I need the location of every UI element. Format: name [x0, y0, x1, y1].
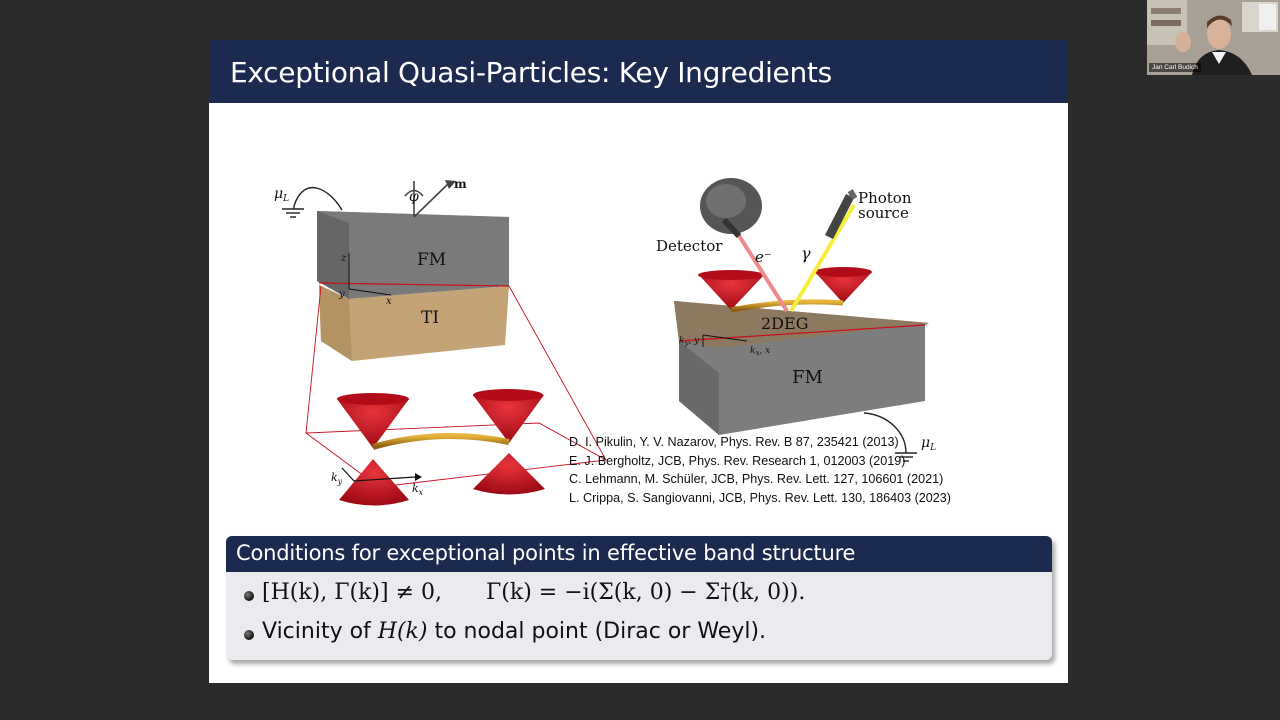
slide-header: Exceptional Quasi-Particles: Key Ingredi… [209, 40, 1068, 103]
gamma-label: γ [801, 244, 811, 263]
z-label: z [340, 253, 347, 264]
person-body [1192, 50, 1252, 75]
person-hand [1175, 32, 1191, 52]
right-cone-right [814, 267, 872, 303]
participant-name: Jan Carl Budich [1149, 63, 1201, 72]
reference-item: C. Lehmann, M. Schüler, JCB, Phys. Rev. … [569, 472, 944, 486]
right-interface-line [678, 324, 926, 342]
photon-source-label-1: Photon [858, 189, 912, 207]
right-kx-label: kx, x [750, 346, 770, 357]
right-ky-label: ky, y [679, 336, 700, 347]
photon-beam [789, 203, 856, 313]
right-fm-front [679, 325, 925, 435]
right-ground-icon [863, 412, 917, 462]
bullet-vicinity-prefix: Vicinity of [262, 619, 378, 644]
gamma-definition-formula: Γ(k) = −i(Σ(k, 0) − Σ†(k, 0)). [486, 580, 806, 605]
bullet-icon [244, 630, 254, 640]
twodeg-label: 2DEG [761, 314, 808, 333]
kx-label: kx [412, 482, 424, 497]
ground-icon [282, 186, 343, 218]
left-figure: μL FM TI z y x [274, 177, 608, 506]
photon-source-icon [824, 189, 858, 240]
right-cone-left [698, 270, 764, 310]
x-label: x [386, 296, 392, 307]
fm-layer-side [317, 211, 349, 299]
person-face [1207, 19, 1231, 49]
bullet-vicinity: Vicinity of H(k) to nodal point (Dirac o… [244, 619, 767, 653]
reference-item: E. J. Bergholtz, JCB, Phys. Rev. Researc… [569, 453, 906, 468]
photon-source-label-2: source [858, 204, 909, 222]
kx-arrowhead [415, 473, 422, 481]
right-figure: FM 2DEG Detector e⁻ γ [656, 178, 936, 462]
m-arrowhead [445, 180, 456, 189]
reference-item: L. Crippa, S. Sangiovanni, JCB, Phys. Re… [569, 490, 951, 505]
block-axes [348, 253, 392, 296]
commutator-formula: [H(k), Γ(k)] ≠ 0, [262, 580, 443, 605]
m-label: m [454, 177, 467, 191]
k-axes [341, 467, 416, 482]
y-label: y [338, 289, 345, 300]
dirac-cone-right [473, 389, 545, 495]
reference-item: D. I. Pikulin, Y. V. Nazarov, Phys. Rev.… [569, 435, 899, 449]
right-fm-side [679, 341, 719, 435]
webcam-video [1147, 0, 1280, 75]
mu-label: μL [274, 186, 289, 204]
fermi-arc [372, 433, 510, 450]
bullet-commutator: [H(k), Γ(k)] ≠ 0, Γ(k) = −i(Σ(k, 0) − Σ†… [244, 580, 806, 614]
right-fm-topface [674, 301, 929, 348]
magnetization-arrow [404, 181, 450, 218]
detector-icon [700, 178, 762, 239]
right-fermi-arc [730, 299, 844, 313]
right-mu-label: μL [921, 435, 936, 453]
webcam-thumbnail[interactable]: Jan Carl Budich [1147, 0, 1280, 75]
right-fm-label: FM [792, 367, 823, 388]
ti-layer [319, 285, 509, 361]
ti-label: TI [421, 308, 439, 328]
right-k-axes [702, 334, 748, 347]
references-list: D. I. Pikulin, Y. V. Nazarov, Phys. Rev.… [569, 433, 951, 507]
conditions-block: Conditions for exceptional points in eff… [226, 536, 1052, 660]
conditions-block-title: Conditions for exceptional points in eff… [236, 541, 856, 565]
bullet-icon [244, 591, 254, 601]
electron-label: e⁻ [755, 248, 772, 266]
detector-label: Detector [656, 237, 723, 255]
fm-label: FM [417, 250, 446, 270]
phi-label: φ [409, 189, 419, 205]
zoom-lines [304, 285, 608, 488]
ti-layer-side [319, 285, 352, 361]
interface-line [318, 282, 510, 287]
fm-layer [317, 211, 509, 299]
slide-title: Exceptional Quasi-Particles: Key Ingredi… [230, 56, 832, 89]
bullet-vicinity-suffix: to nodal point (Dirac or Weyl). [427, 619, 767, 644]
conditions-block-header: Conditions for exceptional points in eff… [226, 536, 1052, 572]
dirac-cone-left [337, 393, 409, 506]
ky-label: ky [331, 471, 343, 486]
bullet-vicinity-math: H(k) [377, 619, 428, 644]
slide: Exceptional Quasi-Particles: Key Ingredi… [209, 40, 1068, 683]
electron-beam [734, 229, 789, 313]
slide-figures: μL FM TI z y x [274, 177, 936, 506]
